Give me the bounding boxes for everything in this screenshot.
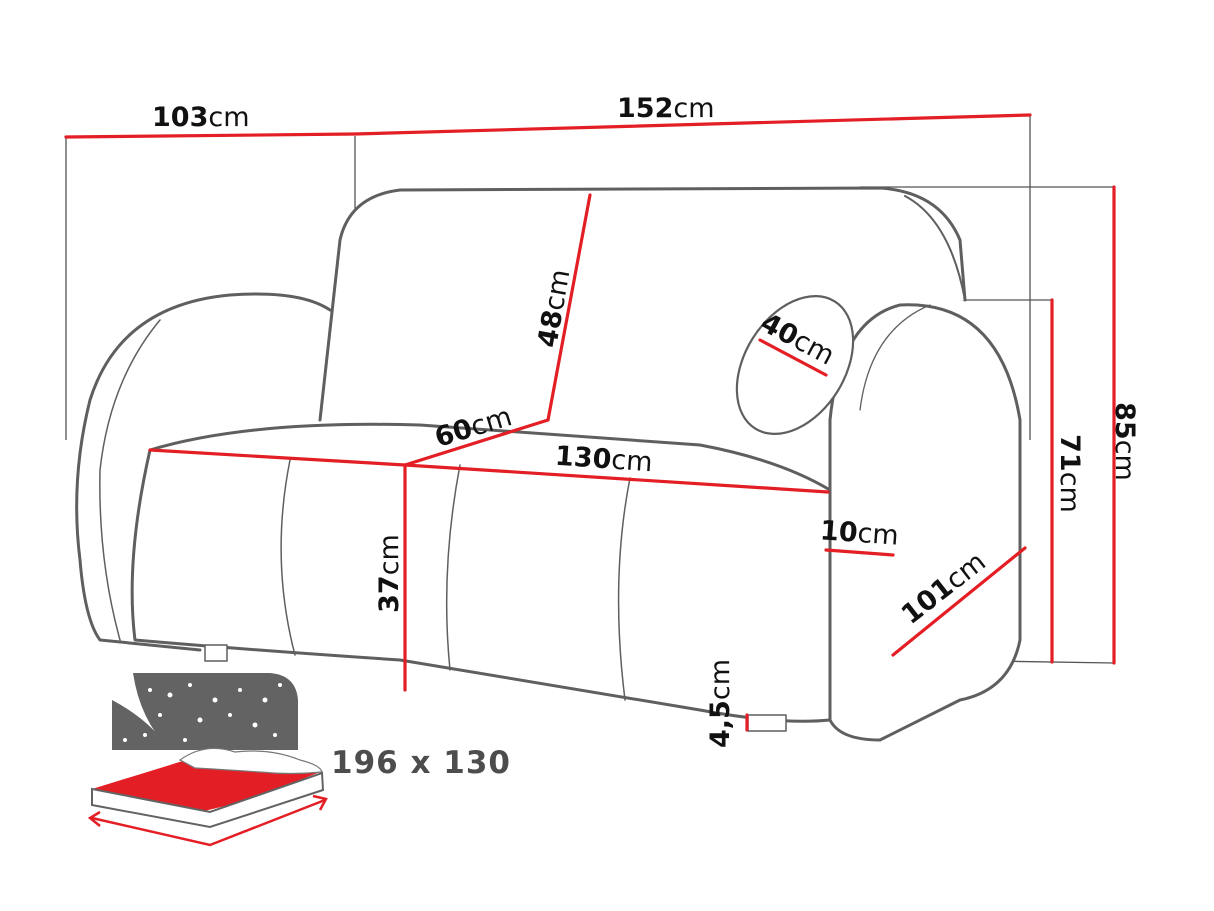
sofa-bed-icon (87, 673, 328, 847)
dimension-label-armrest-width: 10cm (819, 515, 900, 552)
dimension-label-total-height: 85cm (1108, 402, 1140, 481)
dimension-label-depth-open: 103cm (152, 102, 250, 133)
dimension-label-total-width: 152cm (617, 93, 715, 124)
dimension-label-seat-width: 130cm (554, 440, 654, 479)
dimension-label-seat-height: 37cm (373, 534, 405, 613)
dimension-label-armrest-height: 71cm (1053, 434, 1085, 513)
sleeping-area-label: 196 x 130 (331, 745, 511, 781)
dimension-label-leg-height: 4,5cm (705, 659, 736, 748)
